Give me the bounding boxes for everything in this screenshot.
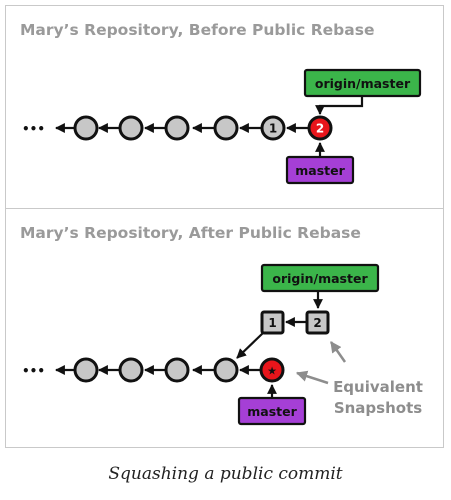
after-old-to-history-edge [236, 332, 264, 359]
before-master-label: master [295, 163, 345, 178]
before-commit-label-2: 2 [316, 122, 324, 136]
after-panel: Mary’s Repository, After Public Rebase [5, 208, 444, 448]
after-old-commit-label-2: 2 [313, 316, 321, 330]
annotation-arrow-to-old [329, 341, 347, 363]
before-commit-node [118, 115, 144, 141]
annotation-line-2: Snapshots [334, 399, 422, 417]
before-commit-label-1: 1 [269, 122, 277, 136]
before-commit-node-2 [307, 115, 333, 141]
after-commit-node [164, 357, 190, 383]
after-old-commit-label-1: 1 [268, 316, 276, 330]
before-origin-master-label: origin/master [315, 76, 411, 91]
annotation-arrow-to-new [295, 370, 329, 385]
after-commit-node [118, 357, 144, 383]
before-commit-node [73, 115, 99, 141]
before-commit-node [164, 115, 190, 141]
after-squashed-commit-node [259, 357, 285, 383]
after-history-ellipsis: ••• [22, 364, 45, 378]
after-commit-node [73, 357, 99, 383]
after-commit-node [213, 357, 239, 383]
after-origin-master-label: origin/master [272, 271, 368, 286]
after-old-commit-1 [260, 310, 285, 335]
figure-caption: Squashing a public commit [108, 464, 343, 484]
after-squashed-commit-star-icon: ★ [267, 365, 277, 378]
annotation-line-1: Equivalent [333, 378, 423, 396]
before-panel-title: Mary’s Repository, Before Public Rebase [20, 21, 375, 39]
before-origin-pointer [315, 96, 364, 115]
before-panel: Mary’s Repository, Before Public Rebase [5, 5, 444, 209]
after-origin-master-label-box [260, 263, 380, 293]
after-master-label: master [247, 404, 297, 419]
before-history-ellipsis: ••• [22, 122, 45, 136]
before-commit-node-1 [260, 115, 286, 141]
before-commit-node [213, 115, 239, 141]
after-panel-title: Mary’s Repository, After Public Rebase [20, 224, 361, 242]
